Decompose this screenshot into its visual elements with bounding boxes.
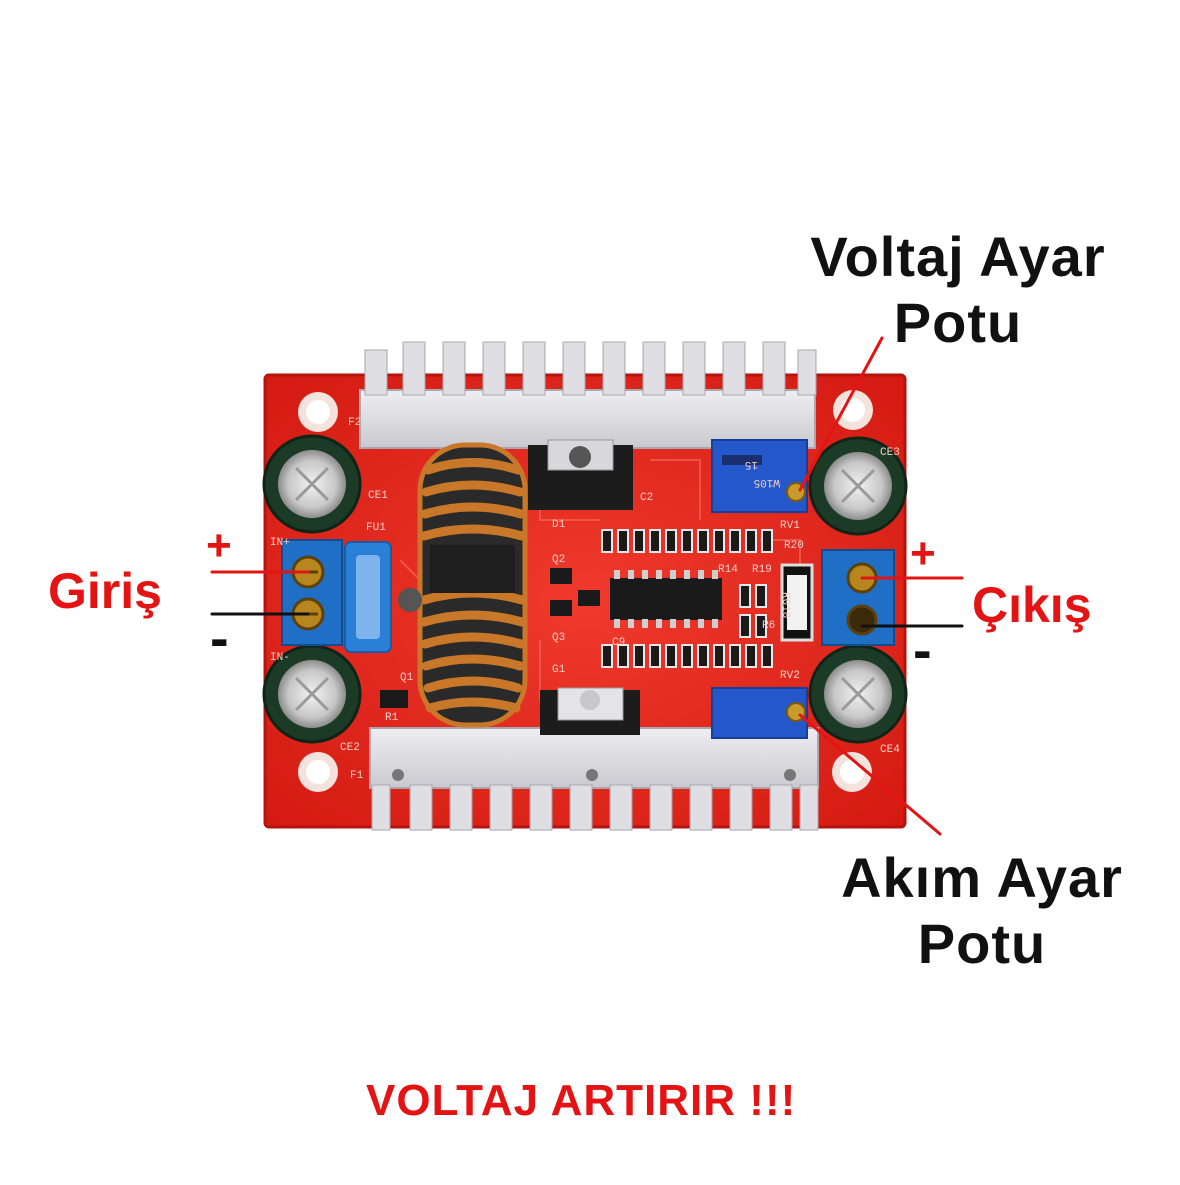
voltage-pot-label: Voltaj Ayar Potu xyxy=(778,224,1138,356)
svg-text:G1: G1 xyxy=(552,664,566,676)
smd-resistors-right xyxy=(739,584,767,638)
svg-text:R1: R1 xyxy=(385,712,399,724)
current-pot-label-line1: Akım Ayar xyxy=(841,846,1123,909)
output-label: Çıkış xyxy=(972,577,1092,633)
svg-text:R19: R19 xyxy=(752,564,772,576)
svg-text:RV2: RV2 xyxy=(780,670,800,682)
top-heatsink xyxy=(359,341,817,449)
svg-text:Q1: Q1 xyxy=(400,672,414,684)
svg-text:IN+: IN+ xyxy=(270,537,290,549)
mounting-holes xyxy=(298,390,873,792)
svg-text:R20: R20 xyxy=(784,540,804,552)
controller-ic xyxy=(610,570,722,628)
capacitor-ce1 xyxy=(262,434,362,534)
svg-text:R14: R14 xyxy=(718,564,738,576)
capacitor-ce4 xyxy=(808,644,908,744)
svg-text:IN-: IN- xyxy=(270,652,290,664)
small-transistors xyxy=(380,568,600,708)
voltage-pot-label-line1: Voltaj Ayar xyxy=(810,225,1106,288)
svg-text:Q2: Q2 xyxy=(552,554,565,566)
current-trimmer xyxy=(711,687,808,739)
current-pot-pointer xyxy=(798,713,942,836)
svg-text:15: 15 xyxy=(745,458,758,470)
svg-text:D1: D1 xyxy=(552,519,566,531)
svg-text:C9: C9 xyxy=(612,637,625,649)
fuse xyxy=(344,541,392,653)
current-pot-label-line2: Potu xyxy=(917,912,1047,975)
toroid-inductor xyxy=(398,442,528,728)
current-pot-label: Akım Ayar Potu xyxy=(812,845,1152,977)
svg-text:RV1: RV1 xyxy=(780,520,800,532)
svg-text:C2: C2 xyxy=(640,492,653,504)
svg-text:F2: F2 xyxy=(348,417,361,429)
smd-resistors-top xyxy=(601,529,773,553)
svg-text:CE4: CE4 xyxy=(880,744,900,756)
svg-text:CE3: CE3 xyxy=(880,447,900,459)
svg-text:F1: F1 xyxy=(350,770,364,782)
silkscreen-labels: F2 CE1 FU1 IN+ IN- CE2 F1 R1 Q1 D1 C2 Q2… xyxy=(270,417,900,782)
input-minus-sign: - xyxy=(210,606,229,669)
svg-text:FU1: FU1 xyxy=(366,522,386,534)
output-minus-sign: - xyxy=(913,618,932,681)
banner-text: VOLTAJ ARTIRIR !!! xyxy=(366,1076,797,1125)
shunt-resistor xyxy=(780,563,814,642)
svg-text:CE2: CE2 xyxy=(340,742,360,754)
svg-text:Q3: Q3 xyxy=(552,632,565,644)
voltage-pot-label-line2: Potu xyxy=(893,291,1023,354)
svg-text:CE1: CE1 xyxy=(368,490,388,502)
input-label: Giriş xyxy=(48,563,162,619)
svg-text:R010: R010 xyxy=(779,592,791,618)
voltage-pot-pointer xyxy=(798,336,884,492)
input-terminal xyxy=(281,539,343,646)
output-plus-sign: + xyxy=(910,529,936,578)
callout-lines xyxy=(210,336,964,836)
capacitor-ce2 xyxy=(262,644,362,744)
input-plus-sign: + xyxy=(206,521,232,570)
svg-text:R6: R6 xyxy=(762,620,775,632)
output-terminal xyxy=(821,549,895,646)
bottom-transistor xyxy=(540,687,640,735)
top-transistor xyxy=(528,439,633,510)
svg-text:W105: W105 xyxy=(754,476,780,488)
voltage-trimmer xyxy=(711,439,808,513)
capacitor-ce3 xyxy=(808,436,908,536)
smd-resistors-bottom xyxy=(601,644,773,668)
